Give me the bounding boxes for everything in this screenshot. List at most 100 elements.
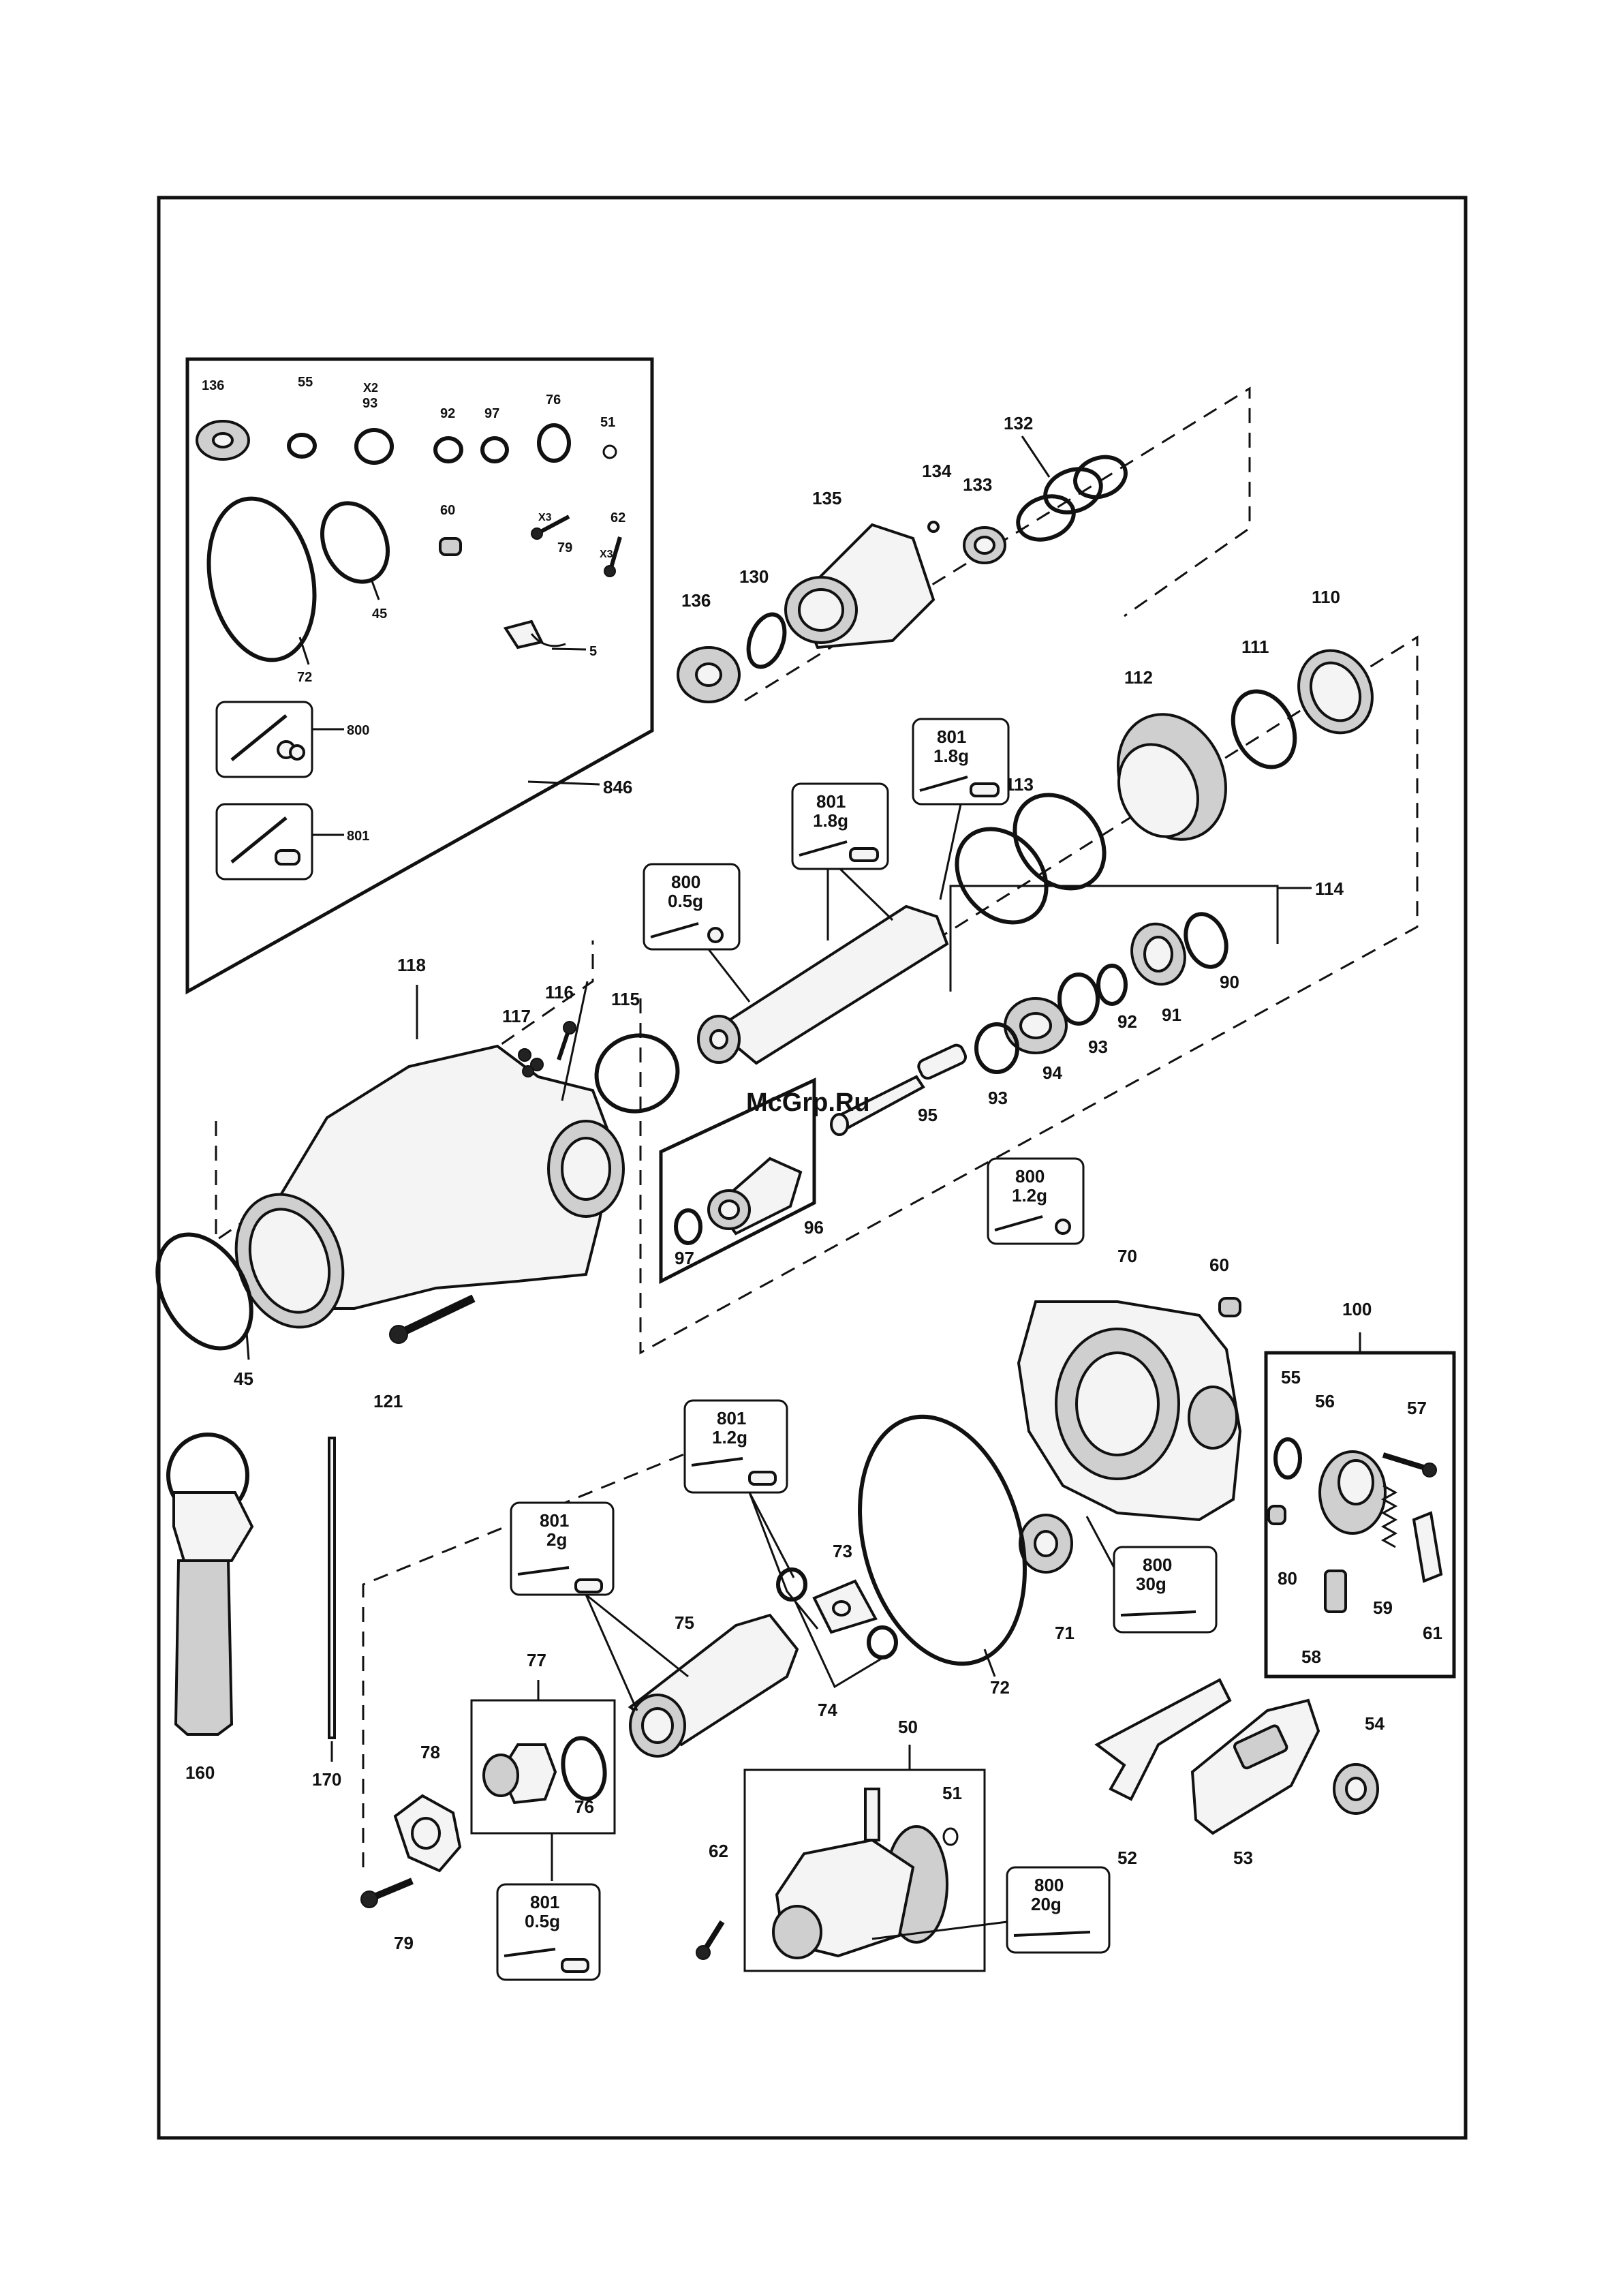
arrow-grease-801-12b xyxy=(748,1492,795,1578)
part-134 xyxy=(927,521,940,533)
label-117: 117 xyxy=(502,1006,531,1026)
part-136-kit xyxy=(196,420,250,461)
label-51a: 51 xyxy=(600,415,615,430)
label-71: 71 xyxy=(1055,1623,1075,1643)
part-71-bearing xyxy=(1019,1514,1073,1574)
part-110 xyxy=(1297,649,1374,735)
watermark: McGrp.Ru xyxy=(746,1088,870,1117)
dashed-frame-lower xyxy=(362,1426,750,1867)
part-70-gearbox xyxy=(1017,1300,1242,1522)
label-72a: 72 xyxy=(297,670,312,685)
ring-51 xyxy=(942,1827,959,1846)
ring-93b xyxy=(974,1022,1019,1074)
label-130: 130 xyxy=(739,566,769,587)
svg-text:801: 801 xyxy=(937,726,966,747)
svg-text:1.2g: 1.2g xyxy=(712,1427,747,1448)
label-110: 110 xyxy=(1312,587,1340,607)
label-62b: 62 xyxy=(709,1841,728,1861)
svg-text:800: 800 xyxy=(1034,1875,1064,1895)
label-93c: 93 xyxy=(988,1088,1008,1108)
grease-box-800-kit xyxy=(215,701,313,778)
ring-51-kit xyxy=(602,444,617,459)
grease-box-800-12: 800 1.2g xyxy=(987,1157,1085,1245)
svg-text:1.2g: 1.2g xyxy=(1012,1185,1047,1206)
arrow-grease-800-20 xyxy=(871,1920,1008,1940)
screw-116 xyxy=(557,1021,576,1060)
ring-72 xyxy=(858,1414,1027,1666)
part-160-side-handle xyxy=(166,1433,254,1736)
grease-box-800-05: 800 0.5g xyxy=(643,863,741,951)
label-5: 5 xyxy=(589,644,597,659)
box-77 xyxy=(470,1699,616,1835)
screw-121 xyxy=(389,1294,476,1344)
arrow-grease-800-05 xyxy=(707,949,751,1002)
label-x2: X2 xyxy=(363,381,378,395)
bracket-74 xyxy=(792,1597,886,1689)
svg-text:800: 800 xyxy=(671,872,700,892)
label-79b: 79 xyxy=(394,1933,414,1953)
label-113: 113 xyxy=(1005,774,1034,795)
arrow-grease-spindle-b xyxy=(839,868,894,921)
label-92b: 92 xyxy=(1117,1011,1137,1032)
label-59: 59 xyxy=(1373,1597,1393,1618)
spring-113 xyxy=(1013,793,1107,891)
grease-box-801-kit xyxy=(215,803,313,881)
part-61 xyxy=(1412,1511,1443,1583)
ring-76-kit xyxy=(537,423,571,463)
arrow-grease-800-30 xyxy=(1085,1516,1115,1568)
label-115: 115 xyxy=(611,989,640,1009)
label-45a: 45 xyxy=(372,607,387,622)
svg-text:800: 800 xyxy=(1015,1166,1045,1187)
label-78: 78 xyxy=(420,1742,440,1762)
svg-text:801: 801 xyxy=(530,1892,559,1912)
svg-text:800: 800 xyxy=(1143,1555,1172,1575)
spring-113b xyxy=(955,827,1049,925)
label-118: 118 xyxy=(397,955,426,975)
label-170: 170 xyxy=(312,1769,341,1790)
label-160: 160 xyxy=(185,1762,215,1783)
svg-text:801: 801 xyxy=(717,1408,746,1428)
arrow-grease-801-2a xyxy=(585,1594,638,1711)
label-136a: 136 xyxy=(202,378,224,393)
grease-box-801-05: 801 0.5g xyxy=(496,1883,601,1981)
svg-text:0.5g: 0.5g xyxy=(525,1911,560,1931)
label-77: 77 xyxy=(527,1650,546,1670)
label-74: 74 xyxy=(818,1700,837,1720)
svg-text:801: 801 xyxy=(816,791,846,812)
ring-97-kit xyxy=(480,436,509,463)
grease-box-800-20: 800 20g xyxy=(1006,1866,1111,1954)
ring-45-kit xyxy=(320,501,390,584)
label-53: 53 xyxy=(1233,1848,1253,1868)
ring-111 xyxy=(1231,689,1297,769)
ring-93 xyxy=(1057,973,1100,1026)
label-76a: 76 xyxy=(546,393,561,408)
label-57: 57 xyxy=(1407,1398,1427,1418)
bracket-114 xyxy=(949,885,1279,992)
label-93b: 93 xyxy=(1088,1037,1108,1057)
part-91 xyxy=(1130,922,1186,986)
part-60 xyxy=(1218,1297,1241,1317)
label-62a: 62 xyxy=(610,510,625,525)
part-50-crank xyxy=(772,1788,948,1959)
label-94: 94 xyxy=(1042,1062,1062,1083)
part-73 xyxy=(812,1579,878,1634)
grease-box-801-12: 801 1.2g xyxy=(683,1399,788,1494)
label-75: 75 xyxy=(675,1612,694,1633)
leader-72a xyxy=(298,637,310,665)
label-95: 95 xyxy=(918,1105,938,1125)
page-frame xyxy=(157,196,1468,2140)
part-53-cover xyxy=(1190,1698,1320,1835)
ring-72-kit xyxy=(206,496,317,662)
ring-130 xyxy=(746,612,787,669)
leader-116 xyxy=(561,981,589,1101)
parts-117 xyxy=(518,1048,544,1077)
leader-45a xyxy=(370,579,380,600)
ring-92 xyxy=(1096,964,1128,1006)
part-80 xyxy=(1267,1505,1286,1525)
part-118-housing xyxy=(234,1044,625,1329)
label-116: 116 xyxy=(545,982,574,1002)
svg-text:20g: 20g xyxy=(1031,1894,1062,1914)
label-133: 133 xyxy=(963,474,992,495)
svg-text:1.8g: 1.8g xyxy=(933,746,969,766)
